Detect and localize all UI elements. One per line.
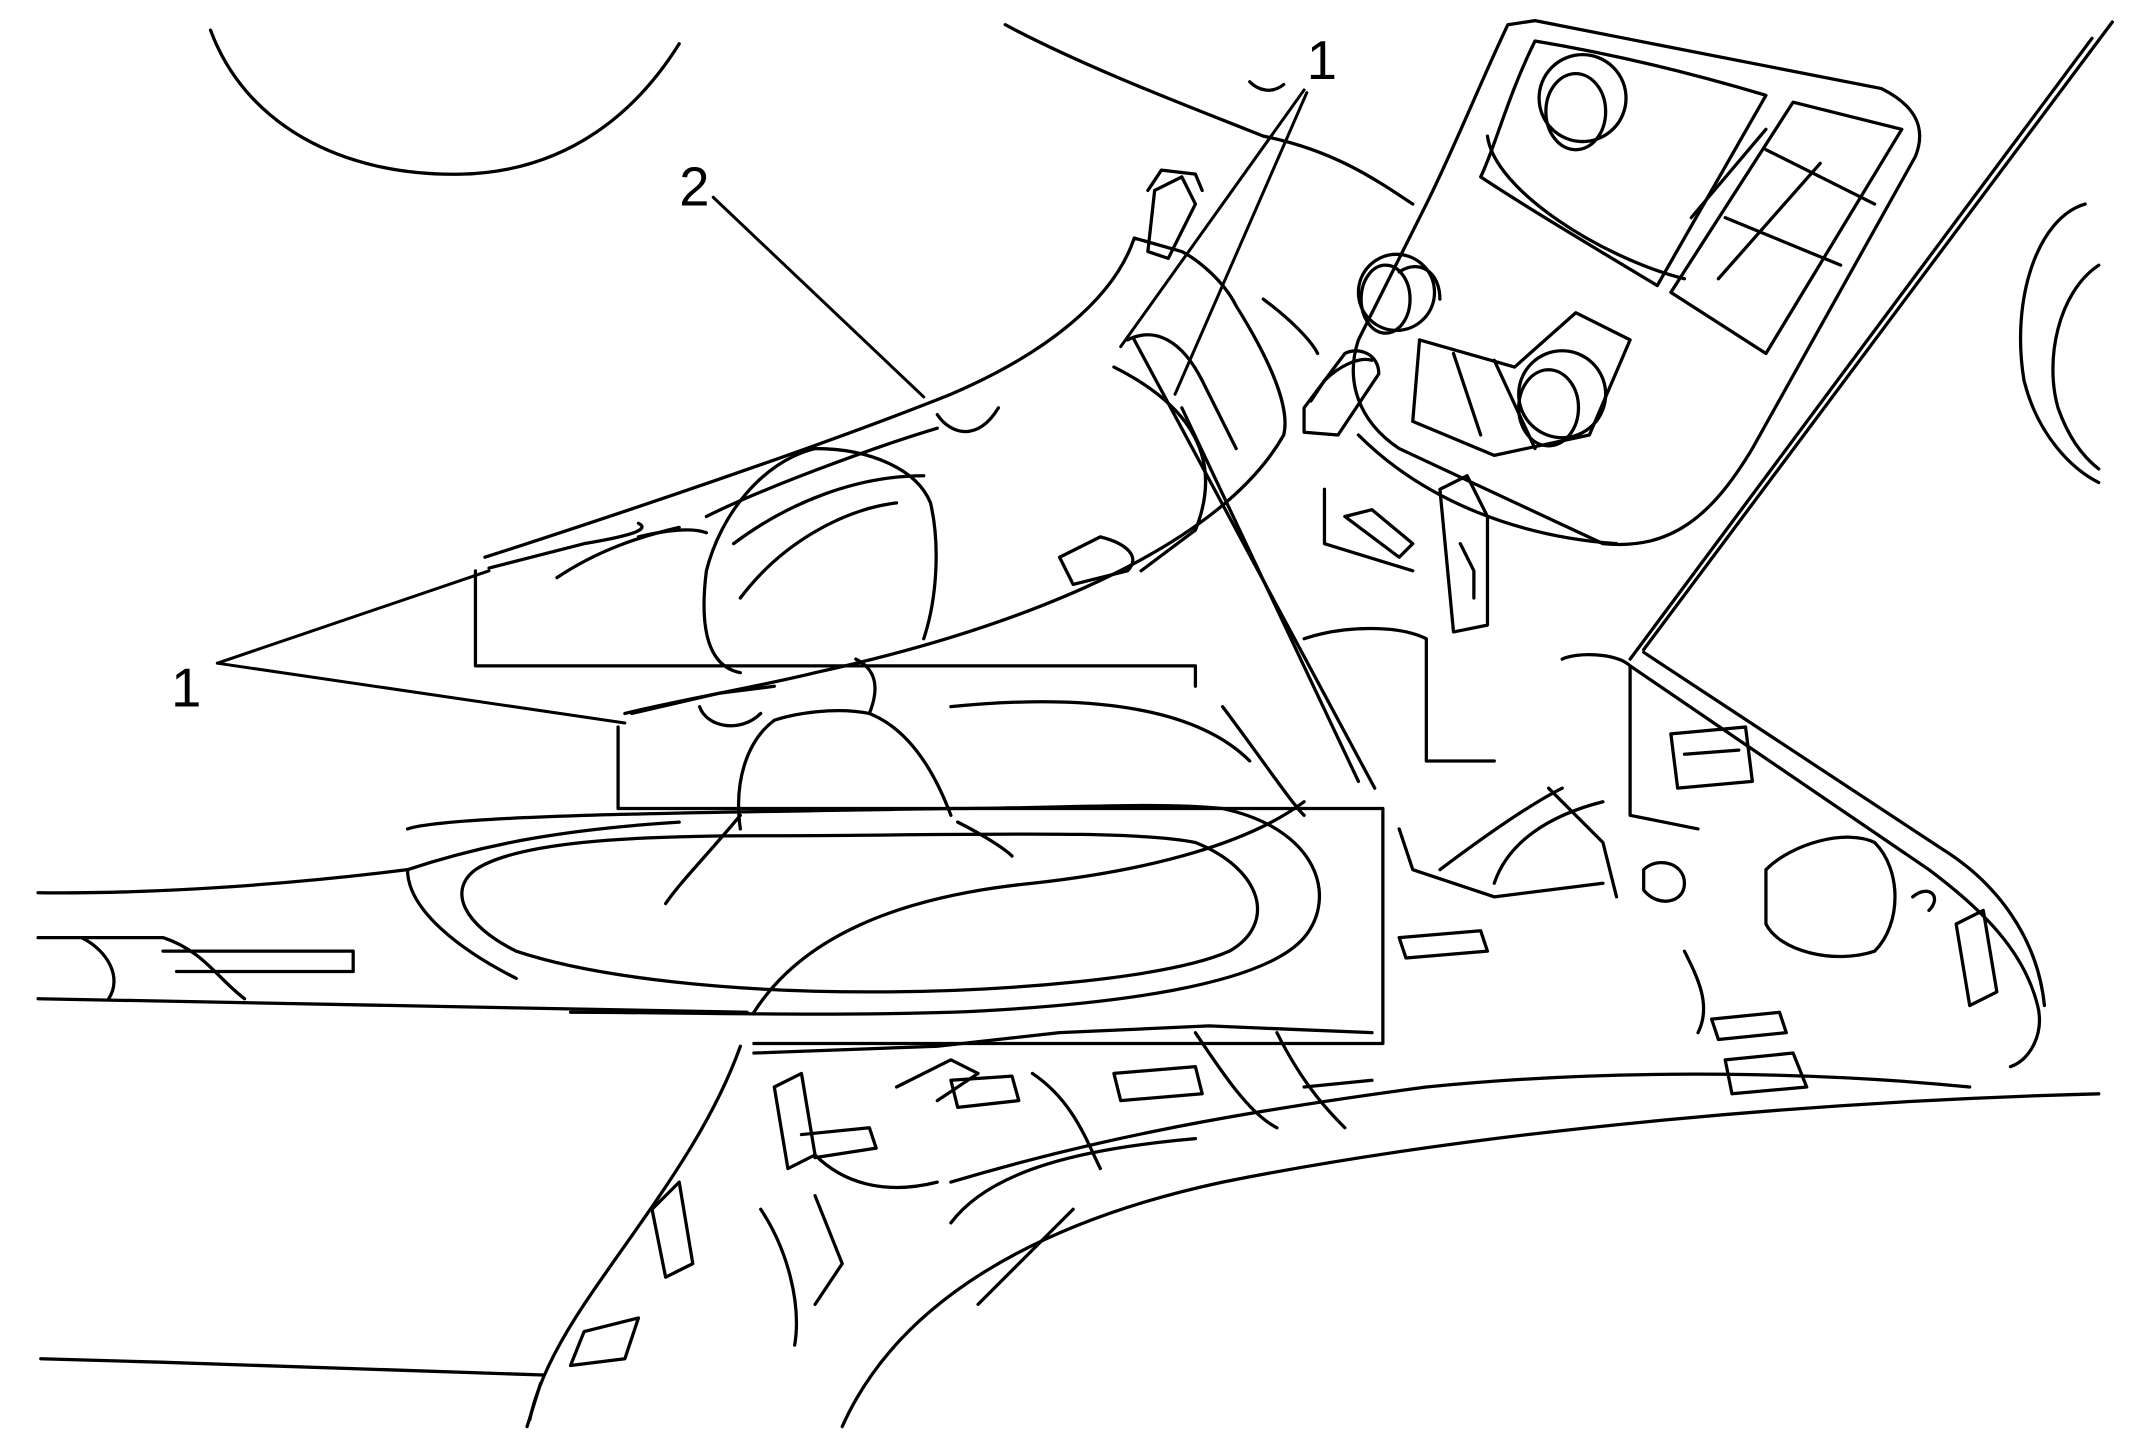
callout-label-1-left: 1	[171, 658, 201, 719]
cabin-background-lines	[36, 20, 2114, 1429]
console-structure-brackets	[528, 474, 2101, 1429]
callout-leaders	[215, 88, 1309, 725]
leader-line-1-left-b	[215, 661, 627, 725]
console-shift-bezel	[36, 700, 1321, 1016]
shift-knob-and-boot	[663, 446, 1014, 906]
leader-line-1-top-b	[1173, 91, 1309, 396]
leader-line-1-left-a	[215, 569, 491, 665]
callout-label-1-top: 1	[1307, 30, 1337, 91]
callout-label-2: 2	[679, 156, 709, 217]
trim-plate-part-2	[483, 175, 1381, 728]
retaining-clips	[636, 80, 1374, 539]
leader-line-2	[711, 195, 926, 399]
leader-line-1-top-a	[1119, 88, 1306, 349]
clip-highlight-boxes	[473, 338, 1385, 1046]
radio-hvac-stack	[1351, 19, 1922, 547]
